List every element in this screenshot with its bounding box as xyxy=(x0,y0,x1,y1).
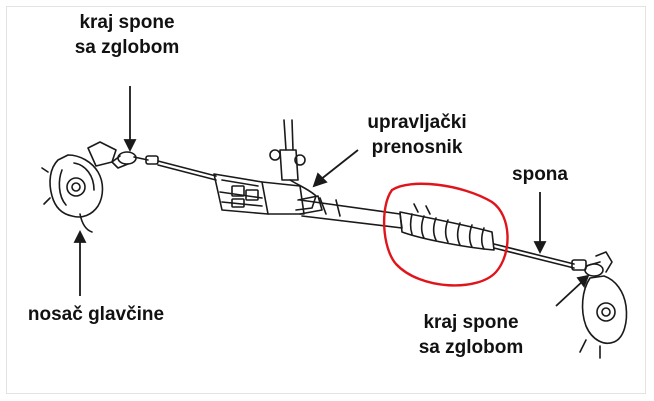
label-line: upravljački xyxy=(367,112,467,133)
label-line: nosač glavčine xyxy=(27,304,165,325)
rack-boot-shape xyxy=(399,203,495,251)
label-line: kraj spone xyxy=(79,12,175,33)
highlight-circle xyxy=(382,182,509,287)
label-line: kraj spone xyxy=(423,312,519,333)
label-tie-rod: spona xyxy=(500,162,580,187)
arrow-steering-gear xyxy=(319,149,359,181)
label-hub-carrier: nosač glavčine xyxy=(16,302,176,327)
label-line: spona xyxy=(512,164,568,185)
left-hub-carrier-shape xyxy=(41,141,117,233)
steering-gear-housing-shape xyxy=(213,119,323,215)
left-tie-rod-end-shape xyxy=(111,151,159,169)
label-line: prenosnik xyxy=(371,137,463,158)
label-tie-rod-end-left: kraj spone sa zglobom xyxy=(42,10,212,60)
left-tie-rod-shape xyxy=(157,160,217,177)
arrow-right-tie-rod-end xyxy=(555,279,585,307)
label-line: sa zglobom xyxy=(74,37,180,58)
right-tie-rod-end-shape xyxy=(571,259,604,277)
right-hub-carrier-shape xyxy=(579,251,628,359)
label-steering-gear: upravljački prenosnik xyxy=(352,110,482,160)
label-tie-rod-end-right: kraj spone sa zglobom xyxy=(386,310,556,360)
label-line: sa zglobom xyxy=(418,337,524,358)
